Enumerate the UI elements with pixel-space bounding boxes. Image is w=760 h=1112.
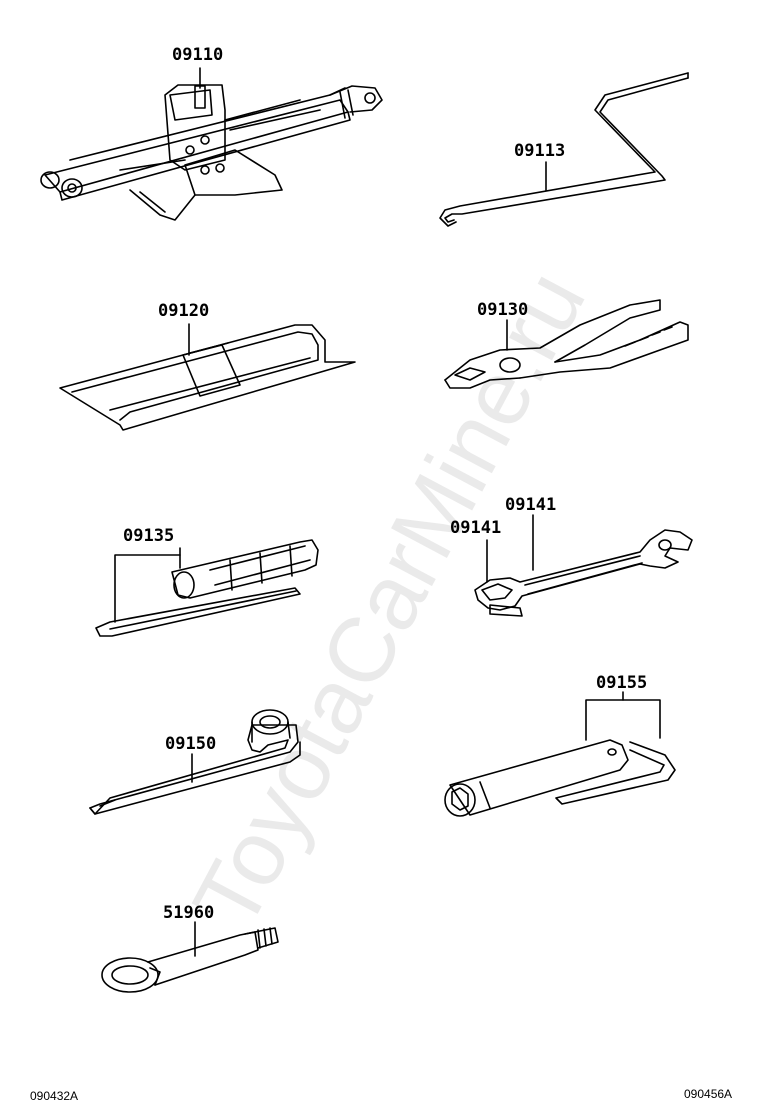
screwdriver-illustration [95,539,319,637]
diagram-code-left: 090432A [30,1089,79,1103]
part-number-hook-rod[interactable]: 09113 [514,141,566,161]
part-number-wrench-b[interactable]: 09141 [450,518,502,538]
hook-rod-illustration [439,72,689,227]
jack-handle-illustration [89,709,301,815]
towing-eye-illustration [101,921,279,993]
part-number-jack-handle[interactable]: 09150 [165,734,217,754]
tool-bag-illustration [59,323,356,431]
part-number-jack[interactable]: 09110 [172,45,224,65]
hub-nut-wrench-illustration [444,691,676,817]
leader-screwdriver [114,547,181,623]
leader-hub-nut-wrench [585,699,661,741]
pliers-illustration [444,299,689,389]
diagram-code-right: 090456A [684,1087,733,1101]
part-number-screwdriver[interactable]: 09135 [123,526,175,546]
part-number-wrench-a[interactable]: 09141 [505,495,557,515]
part-number-tool-bag[interactable]: 09120 [158,301,210,321]
part-number-pliers[interactable]: 09130 [477,300,529,320]
part-number-hub-nut-wrench[interactable]: 09155 [596,673,648,693]
part-number-towing-eye[interactable]: 51960 [163,903,215,923]
wrench-illustration [474,514,693,617]
jack-illustration [40,67,383,221]
